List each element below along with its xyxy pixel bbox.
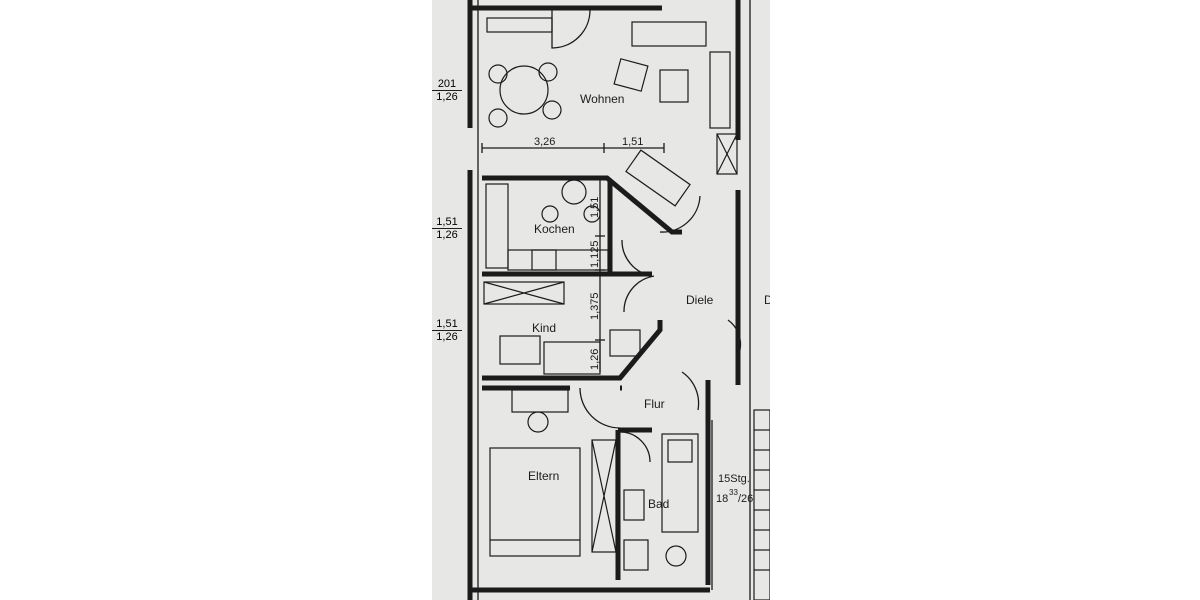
dim-kind-upper: 1,375: [589, 292, 601, 320]
stairs-labels: 15Stg. 18 33 /26: [716, 473, 753, 505]
room-label-eltern: Eltern: [528, 469, 559, 483]
eltern-furniture: [489, 389, 617, 557]
stairs-ratio-right: /26: [738, 493, 753, 505]
exterior-walls: [467, 0, 741, 600]
stairs-label: 15Stg.: [718, 473, 750, 485]
dim-kochen-upper: 1,51: [589, 197, 601, 218]
dim-wohnen-left: 3,26: [534, 136, 555, 148]
window-label-3-top: 1,51: [432, 318, 462, 331]
window-label-1: 201 1,26: [432, 78, 462, 103]
window-label-2-top: 1,51: [432, 216, 462, 229]
room-label-wohnen: Wohnen: [580, 92, 624, 106]
window-label-3-bottom: 1,26: [436, 331, 458, 343]
kochen-furniture: [485, 179, 609, 271]
room-label-kind: Kind: [532, 321, 556, 335]
stairs-ratio-sup: 33: [729, 488, 738, 497]
room-label-flur: Flur: [644, 397, 665, 411]
floor-plan-paper: Wohnen Kochen Kind Diele Flur Eltern Bad…: [432, 0, 770, 600]
dim-kind-lower: 1,26: [589, 349, 601, 370]
dim-wohnen-right: 1,51: [622, 136, 643, 148]
window-label-3: 1,51 1,26: [432, 318, 462, 343]
dim-kochen-lower: 1,125: [589, 240, 601, 268]
dimension-labels: 3,26 1,51 1,51 1,125 1,375 1,26: [534, 136, 643, 370]
stairs-ratio-left: 18: [716, 493, 728, 505]
room-label-diele: Diele: [686, 293, 714, 307]
floor-plan: Wohnen Kochen Kind Diele Flur Eltern Bad…: [467, 0, 770, 600]
room-label-neighbor: D: [764, 293, 770, 307]
room-label-bad: Bad: [648, 497, 669, 511]
doors: [551, 9, 742, 463]
bad-furniture: [623, 433, 699, 571]
room-label-kochen: Kochen: [534, 222, 575, 236]
dimension-lines: [481, 143, 665, 372]
window-label-2-bottom: 1,26: [436, 229, 458, 241]
stairs: [753, 409, 770, 600]
interior-walls: [482, 0, 751, 600]
room-labels: Wohnen Kochen Kind Diele Flur Eltern Bad…: [528, 92, 770, 511]
window-label-1-top: 201: [432, 78, 462, 91]
window-label-1-bottom: 1,26: [436, 91, 458, 103]
kind-furniture: [483, 281, 641, 375]
window-label-2: 1,51 1,26: [432, 216, 462, 241]
wohnen-furniture: [486, 17, 738, 207]
